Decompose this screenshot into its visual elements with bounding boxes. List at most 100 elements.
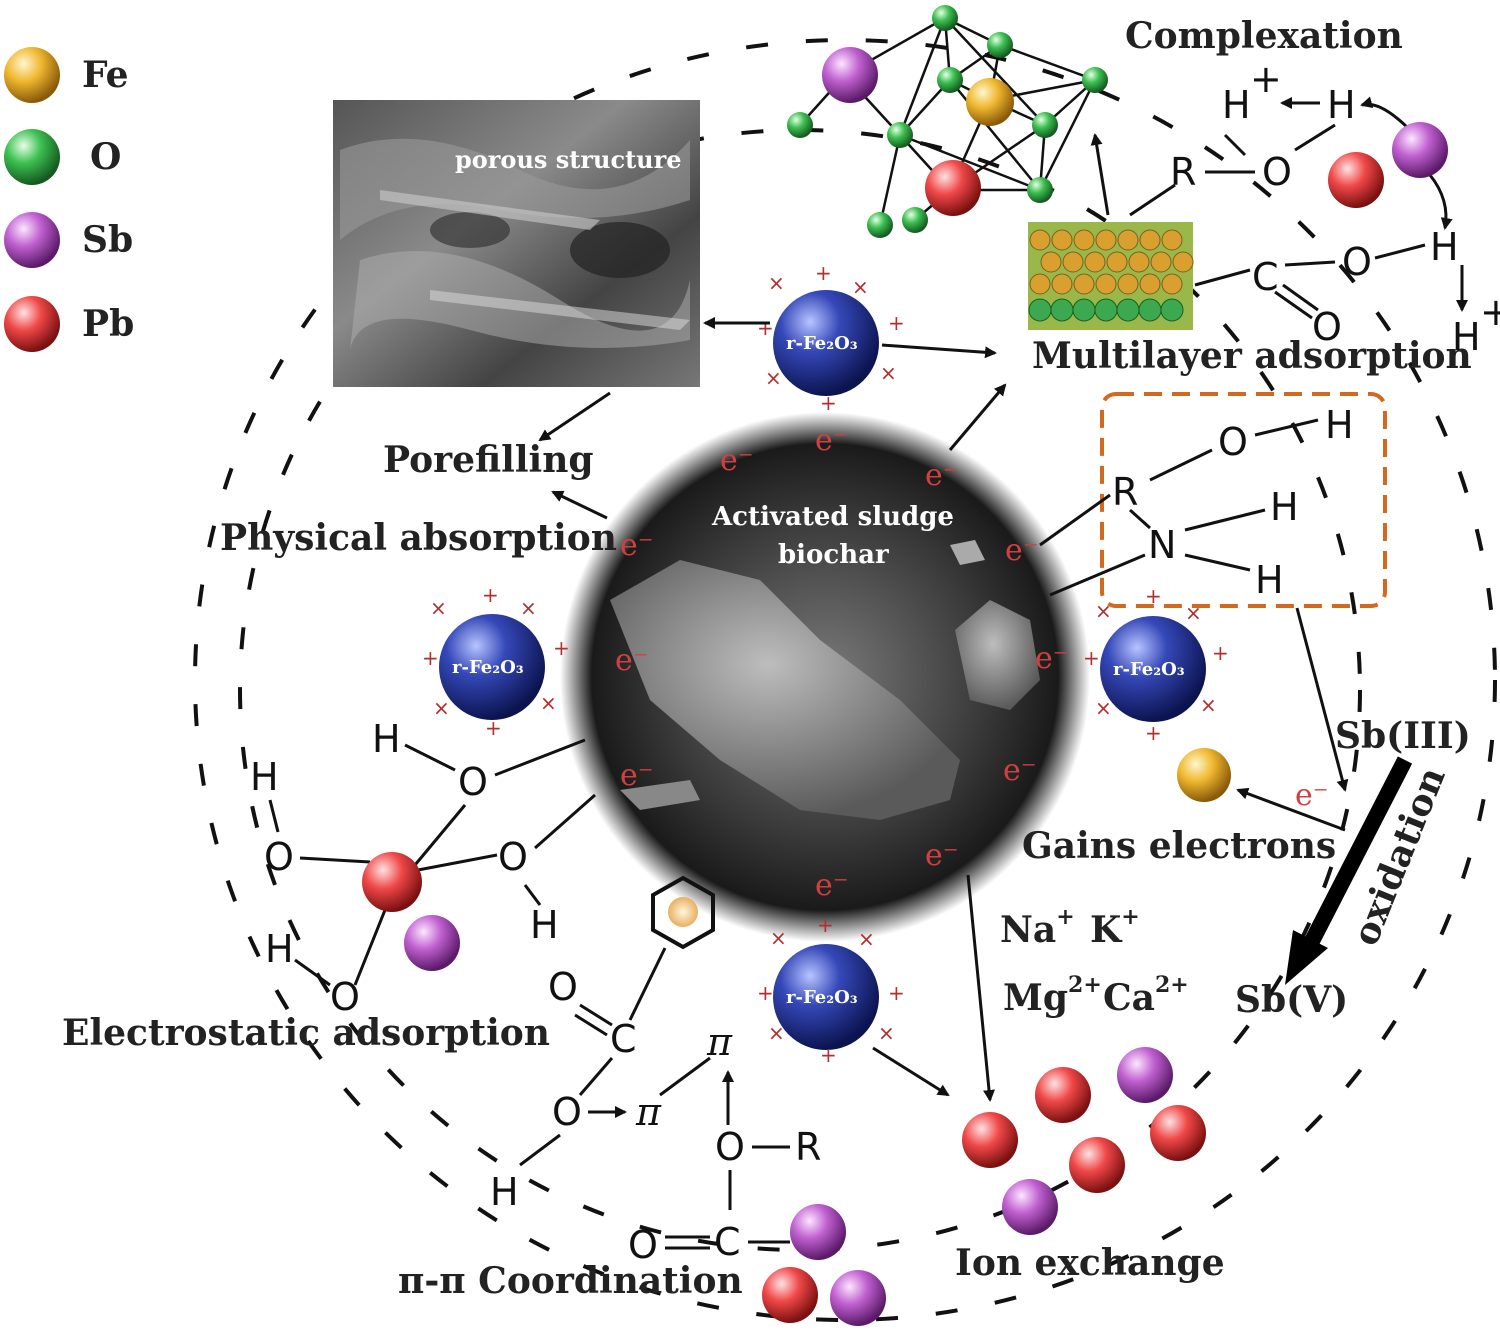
- svg-text:O: O: [552, 1090, 582, 1134]
- electron-marker: e⁻: [615, 643, 649, 678]
- electron-marker: e⁻: [925, 458, 959, 493]
- electron-markers: e⁻ e⁻ e⁻ e⁻ e⁻ e⁻ e⁻ e⁻ e⁻ e⁻ e⁻: [615, 423, 1069, 903]
- cation-list: Na+ K+ Mg2+ Ca2+: [1000, 904, 1189, 1019]
- svg-text:Mg2+: Mg2+: [1003, 972, 1102, 1019]
- gains-electrons-label: Gains electrons: [1022, 825, 1336, 867]
- svg-text:Na+: Na+: [1000, 904, 1075, 951]
- svg-text:H: H: [265, 927, 294, 971]
- svg-text:+: +: [1212, 641, 1229, 665]
- legend-o-sphere: [4, 129, 60, 185]
- complexation-label: Complexation: [1125, 15, 1403, 57]
- legend-sb-label: Sb: [82, 219, 133, 261]
- complex-o-atom: [932, 5, 958, 31]
- sb-ion: [1002, 1179, 1058, 1235]
- svg-text:×: ×: [878, 1021, 895, 1045]
- svg-text:×: ×: [770, 926, 787, 950]
- svg-text:+: +: [757, 981, 774, 1005]
- oxidation-arrow: [1285, 756, 1413, 985]
- legend-pb-label: Pb: [82, 303, 134, 345]
- svg-text:×: ×: [768, 1021, 785, 1045]
- electron-marker: e⁻: [925, 838, 959, 873]
- pb-ion: [1069, 1137, 1125, 1193]
- svg-text:+: +: [820, 1043, 837, 1067]
- fe2o3-label: r-Fe₂O₃: [786, 333, 858, 354]
- svg-text:O: O: [264, 835, 294, 879]
- svg-text:+: +: [815, 261, 832, 285]
- electron-marker: e⁻: [815, 868, 849, 903]
- svg-text:×: ×: [1200, 693, 1217, 717]
- porous-structure-label: porous structure: [455, 145, 682, 174]
- svg-text:O: O: [1342, 240, 1372, 284]
- pb-ion: [362, 852, 422, 912]
- fe2o3-label: r-Fe₂O₃: [1113, 659, 1185, 680]
- physical-absorption-label: Physical absorption: [220, 517, 617, 559]
- hydroxyl-coordination: H O H O O H H O: [250, 717, 596, 1019]
- svg-text:O: O: [458, 760, 488, 804]
- pb-ion: [1150, 1105, 1206, 1161]
- electron-marker: e⁻: [1005, 533, 1039, 568]
- pi-pi-coordination-label: π-π Coordination: [398, 1260, 743, 1302]
- carboxyl-hydroxyl-groups: H + H O R C O H O H +: [1129, 57, 1500, 359]
- legend: Fe O Sb Pb: [4, 47, 134, 352]
- svg-text:×: ×: [520, 596, 537, 620]
- svg-text:×: ×: [768, 271, 785, 295]
- svg-text:R: R: [1112, 470, 1138, 514]
- fe2o3-label: r-Fe₂O₃: [452, 657, 524, 678]
- svg-text:+: +: [485, 716, 502, 740]
- na-charge: +: [1056, 904, 1074, 930]
- svg-text:×: ×: [880, 361, 897, 385]
- svg-text:+: +: [888, 981, 905, 1005]
- complexation-cluster: [787, 5, 1108, 238]
- complex-o-atom: [787, 112, 813, 138]
- ion-exchange-label: Ion exchange: [955, 1242, 1225, 1284]
- electron-marker: e⁻: [620, 528, 654, 563]
- svg-text:H: H: [372, 717, 401, 761]
- svg-text:+: +: [1145, 721, 1162, 745]
- fe2o3-sphere-right: r-Fe₂O₃ ×+× +×+ ×+: [1083, 584, 1229, 745]
- mg-charge: 2+: [1068, 972, 1102, 998]
- svg-text:Ca2+: Ca2+: [1103, 972, 1189, 1019]
- sem-porous-image: porous structure: [333, 100, 700, 387]
- na-ion: Na: [1000, 909, 1056, 951]
- biochar-label-line1: Activated sludge: [711, 502, 954, 532]
- sb5-label: Sb(V): [1235, 979, 1348, 1021]
- activated-sludge-biochar: Activated sludge biochar: [560, 412, 1090, 942]
- svg-text:O: O: [628, 1223, 658, 1267]
- electron-marker: e⁻: [1035, 641, 1069, 676]
- svg-text:O: O: [1312, 305, 1342, 349]
- legend-sb-sphere: [4, 212, 60, 268]
- complex-sb-atom: [822, 47, 878, 103]
- svg-text:O: O: [548, 965, 578, 1009]
- svg-text:H: H: [1222, 83, 1251, 127]
- fe-particle: [1177, 748, 1231, 802]
- legend-fe-sphere: [4, 47, 60, 103]
- pb-ion: [1035, 1067, 1091, 1123]
- electron-marker: e⁻: [1295, 778, 1329, 813]
- svg-text:C: C: [610, 1017, 637, 1061]
- fe2o3-sphere-left: r-Fe₂O₃ ×+× +×+ ×+: [422, 583, 570, 740]
- svg-text:×: ×: [858, 927, 875, 951]
- ca-ion: Ca: [1103, 977, 1155, 1019]
- svg-text:+: +: [553, 636, 570, 660]
- svg-text:H: H: [1452, 315, 1481, 359]
- svg-text:C: C: [714, 1220, 741, 1264]
- complex-fe-atom: [966, 78, 1014, 126]
- fe2o3-sphere-bottom: r-Fe₂O₃ ×+× +×+ ×+: [757, 913, 905, 1067]
- complex-o-atom: [1027, 177, 1053, 203]
- fe2o3-label: r-Fe₂O₃: [786, 987, 858, 1008]
- legend-o-label: O: [90, 136, 121, 178]
- sb-ion: [404, 915, 460, 971]
- svg-text:×: ×: [1095, 696, 1112, 720]
- k-ion: K: [1090, 909, 1123, 951]
- ca-charge: 2+: [1155, 972, 1189, 998]
- outer-dashed-boundary: [193, 38, 1497, 1322]
- sb-ion: [1117, 1047, 1173, 1103]
- sb-ion: [830, 1270, 886, 1326]
- mg-ion: Mg: [1003, 977, 1068, 1019]
- complex-o-atom: [1082, 67, 1108, 93]
- svg-text:×: ×: [430, 596, 447, 620]
- complex-o-atom: [1032, 112, 1058, 138]
- porefilling-label: Porefilling: [383, 439, 594, 481]
- pb-ion: [1328, 152, 1384, 208]
- svg-text:+: +: [1480, 290, 1500, 334]
